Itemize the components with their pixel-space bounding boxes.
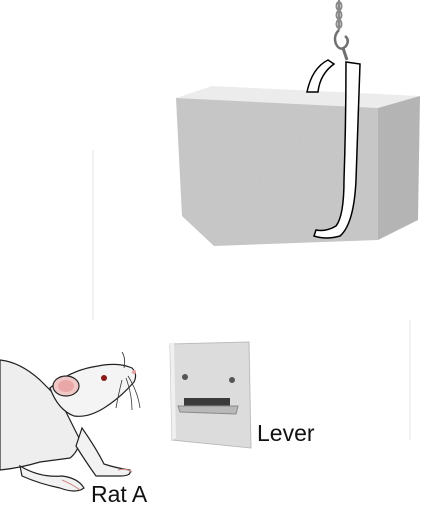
hanging-chain-icon (333, 0, 349, 61)
foam-block-icon (176, 86, 420, 246)
strap (306, 59, 361, 239)
background-lines (92, 150, 411, 440)
rat-label: Rat A (91, 481, 148, 507)
lever-plate-icon[interactable] (169, 341, 252, 449)
lever-label: Lever (257, 420, 315, 446)
rat-icon (0, 351, 141, 492)
